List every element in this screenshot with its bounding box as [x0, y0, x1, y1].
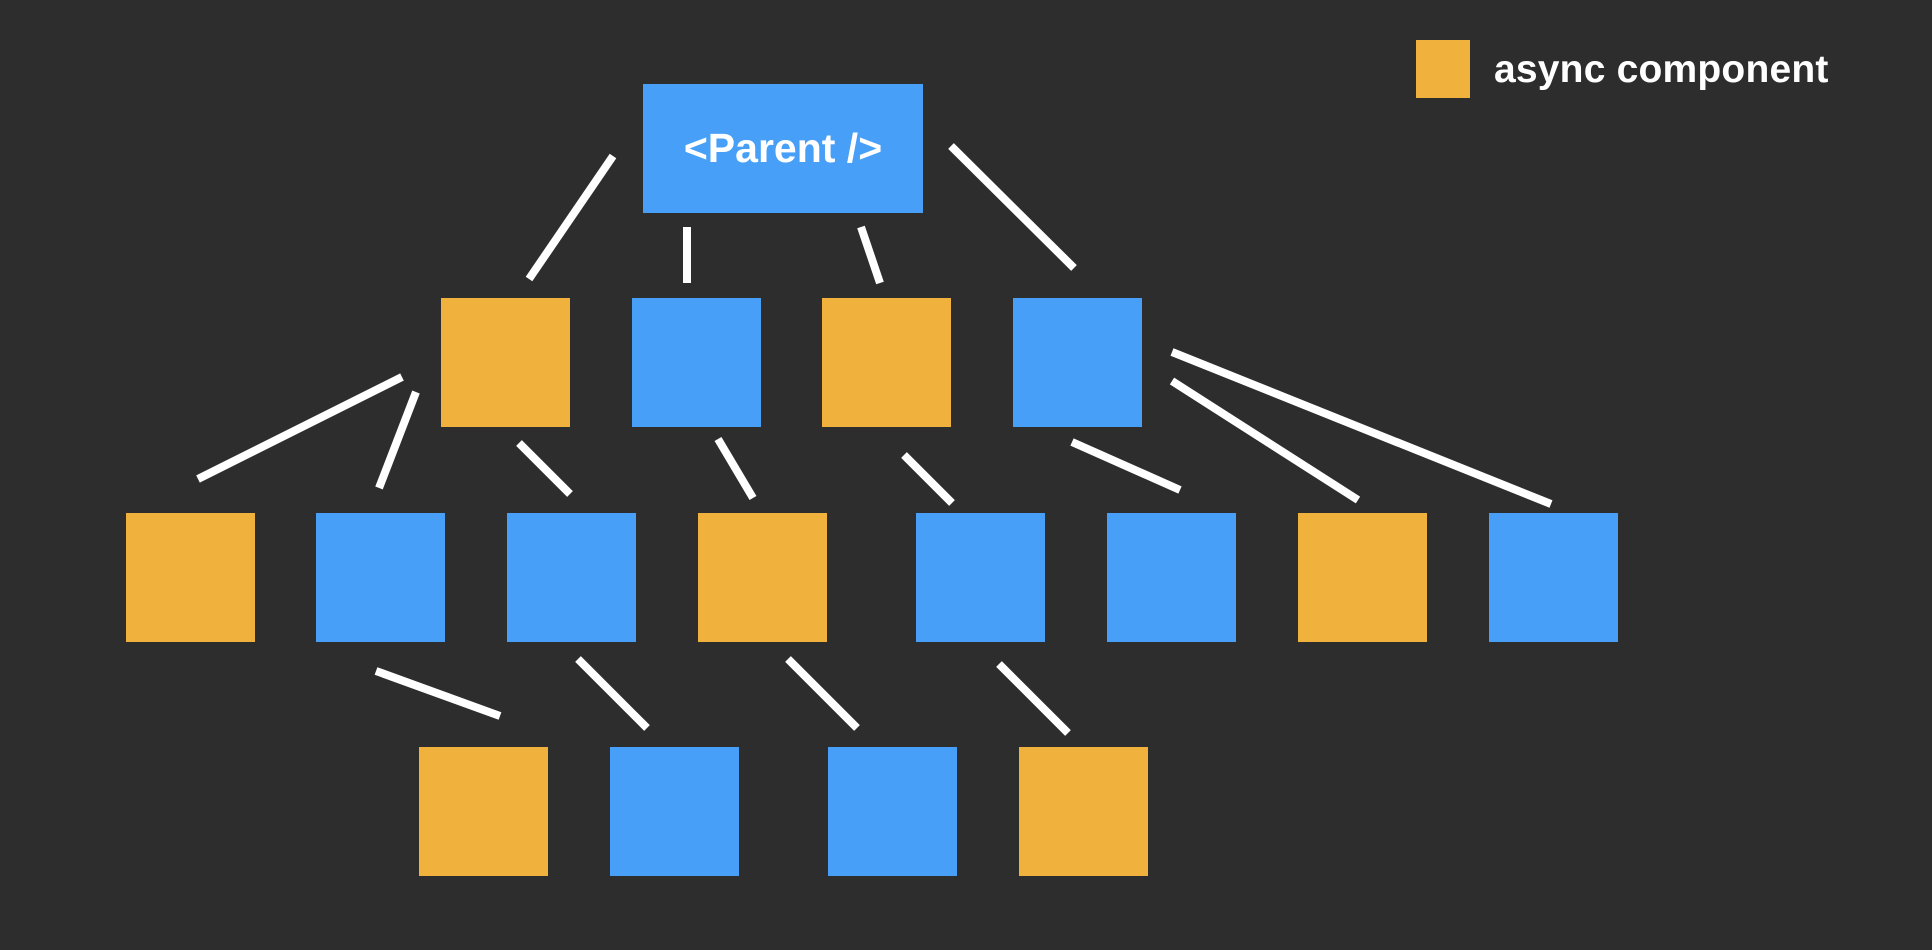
connector-line-8 — [714, 436, 757, 501]
connector-line-12 — [1170, 348, 1553, 508]
connector-lines — [196, 143, 1553, 736]
root-node-box — [643, 84, 923, 213]
connector-line-6 — [375, 390, 420, 490]
component-node-b5 — [916, 513, 1045, 642]
connector-line-14 — [575, 656, 650, 731]
component-node-c3 — [828, 747, 957, 876]
connector-line-16 — [996, 661, 1071, 736]
connector-line-5 — [196, 373, 404, 483]
async-component-node-a1 — [441, 298, 570, 427]
connector-line-13 — [374, 667, 502, 720]
connector-line-1 — [525, 153, 617, 282]
connector-line-11 — [1169, 377, 1361, 504]
async-component-node-a3 — [822, 298, 951, 427]
root-node: <Parent /> — [643, 84, 923, 213]
async-component-node-c4 — [1019, 747, 1148, 876]
component-node-b2 — [316, 513, 445, 642]
connector-line-15 — [785, 656, 860, 731]
component-node-a4 — [1013, 298, 1142, 427]
root-node-label: <Parent /> — [684, 125, 882, 171]
connector-line-10 — [1070, 438, 1182, 494]
connector-line-7 — [516, 440, 573, 497]
async-component-node-b1 — [126, 513, 255, 642]
component-node-b8 — [1489, 513, 1618, 642]
async-component-node-c1 — [419, 747, 548, 876]
legend-label: async component — [1494, 47, 1829, 91]
async-component-node-b7 — [1298, 513, 1427, 642]
component-node-a2 — [632, 298, 761, 427]
legend: async component — [1416, 40, 1829, 98]
connector-line-4 — [948, 143, 1077, 271]
component-node-c2 — [610, 747, 739, 876]
legend-swatch-async — [1416, 40, 1470, 98]
child-nodes — [126, 298, 1618, 876]
async-component-node-b4 — [698, 513, 827, 642]
connector-line-3 — [857, 225, 884, 285]
component-node-b6 — [1107, 513, 1236, 642]
component-node-b3 — [507, 513, 636, 642]
connector-line-9 — [901, 452, 955, 506]
